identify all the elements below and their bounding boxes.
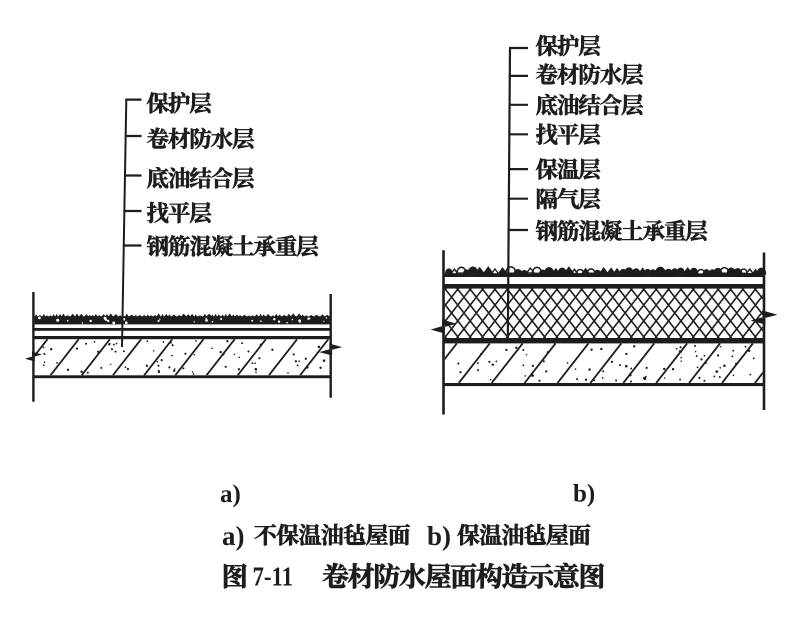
svg-text:b): b): [427, 521, 451, 551]
svg-text:b): b): [573, 481, 595, 508]
svg-text:a): a): [220, 481, 241, 508]
svg-text:7-11: 7-11: [253, 562, 294, 592]
svg-text:a): a): [222, 521, 245, 551]
